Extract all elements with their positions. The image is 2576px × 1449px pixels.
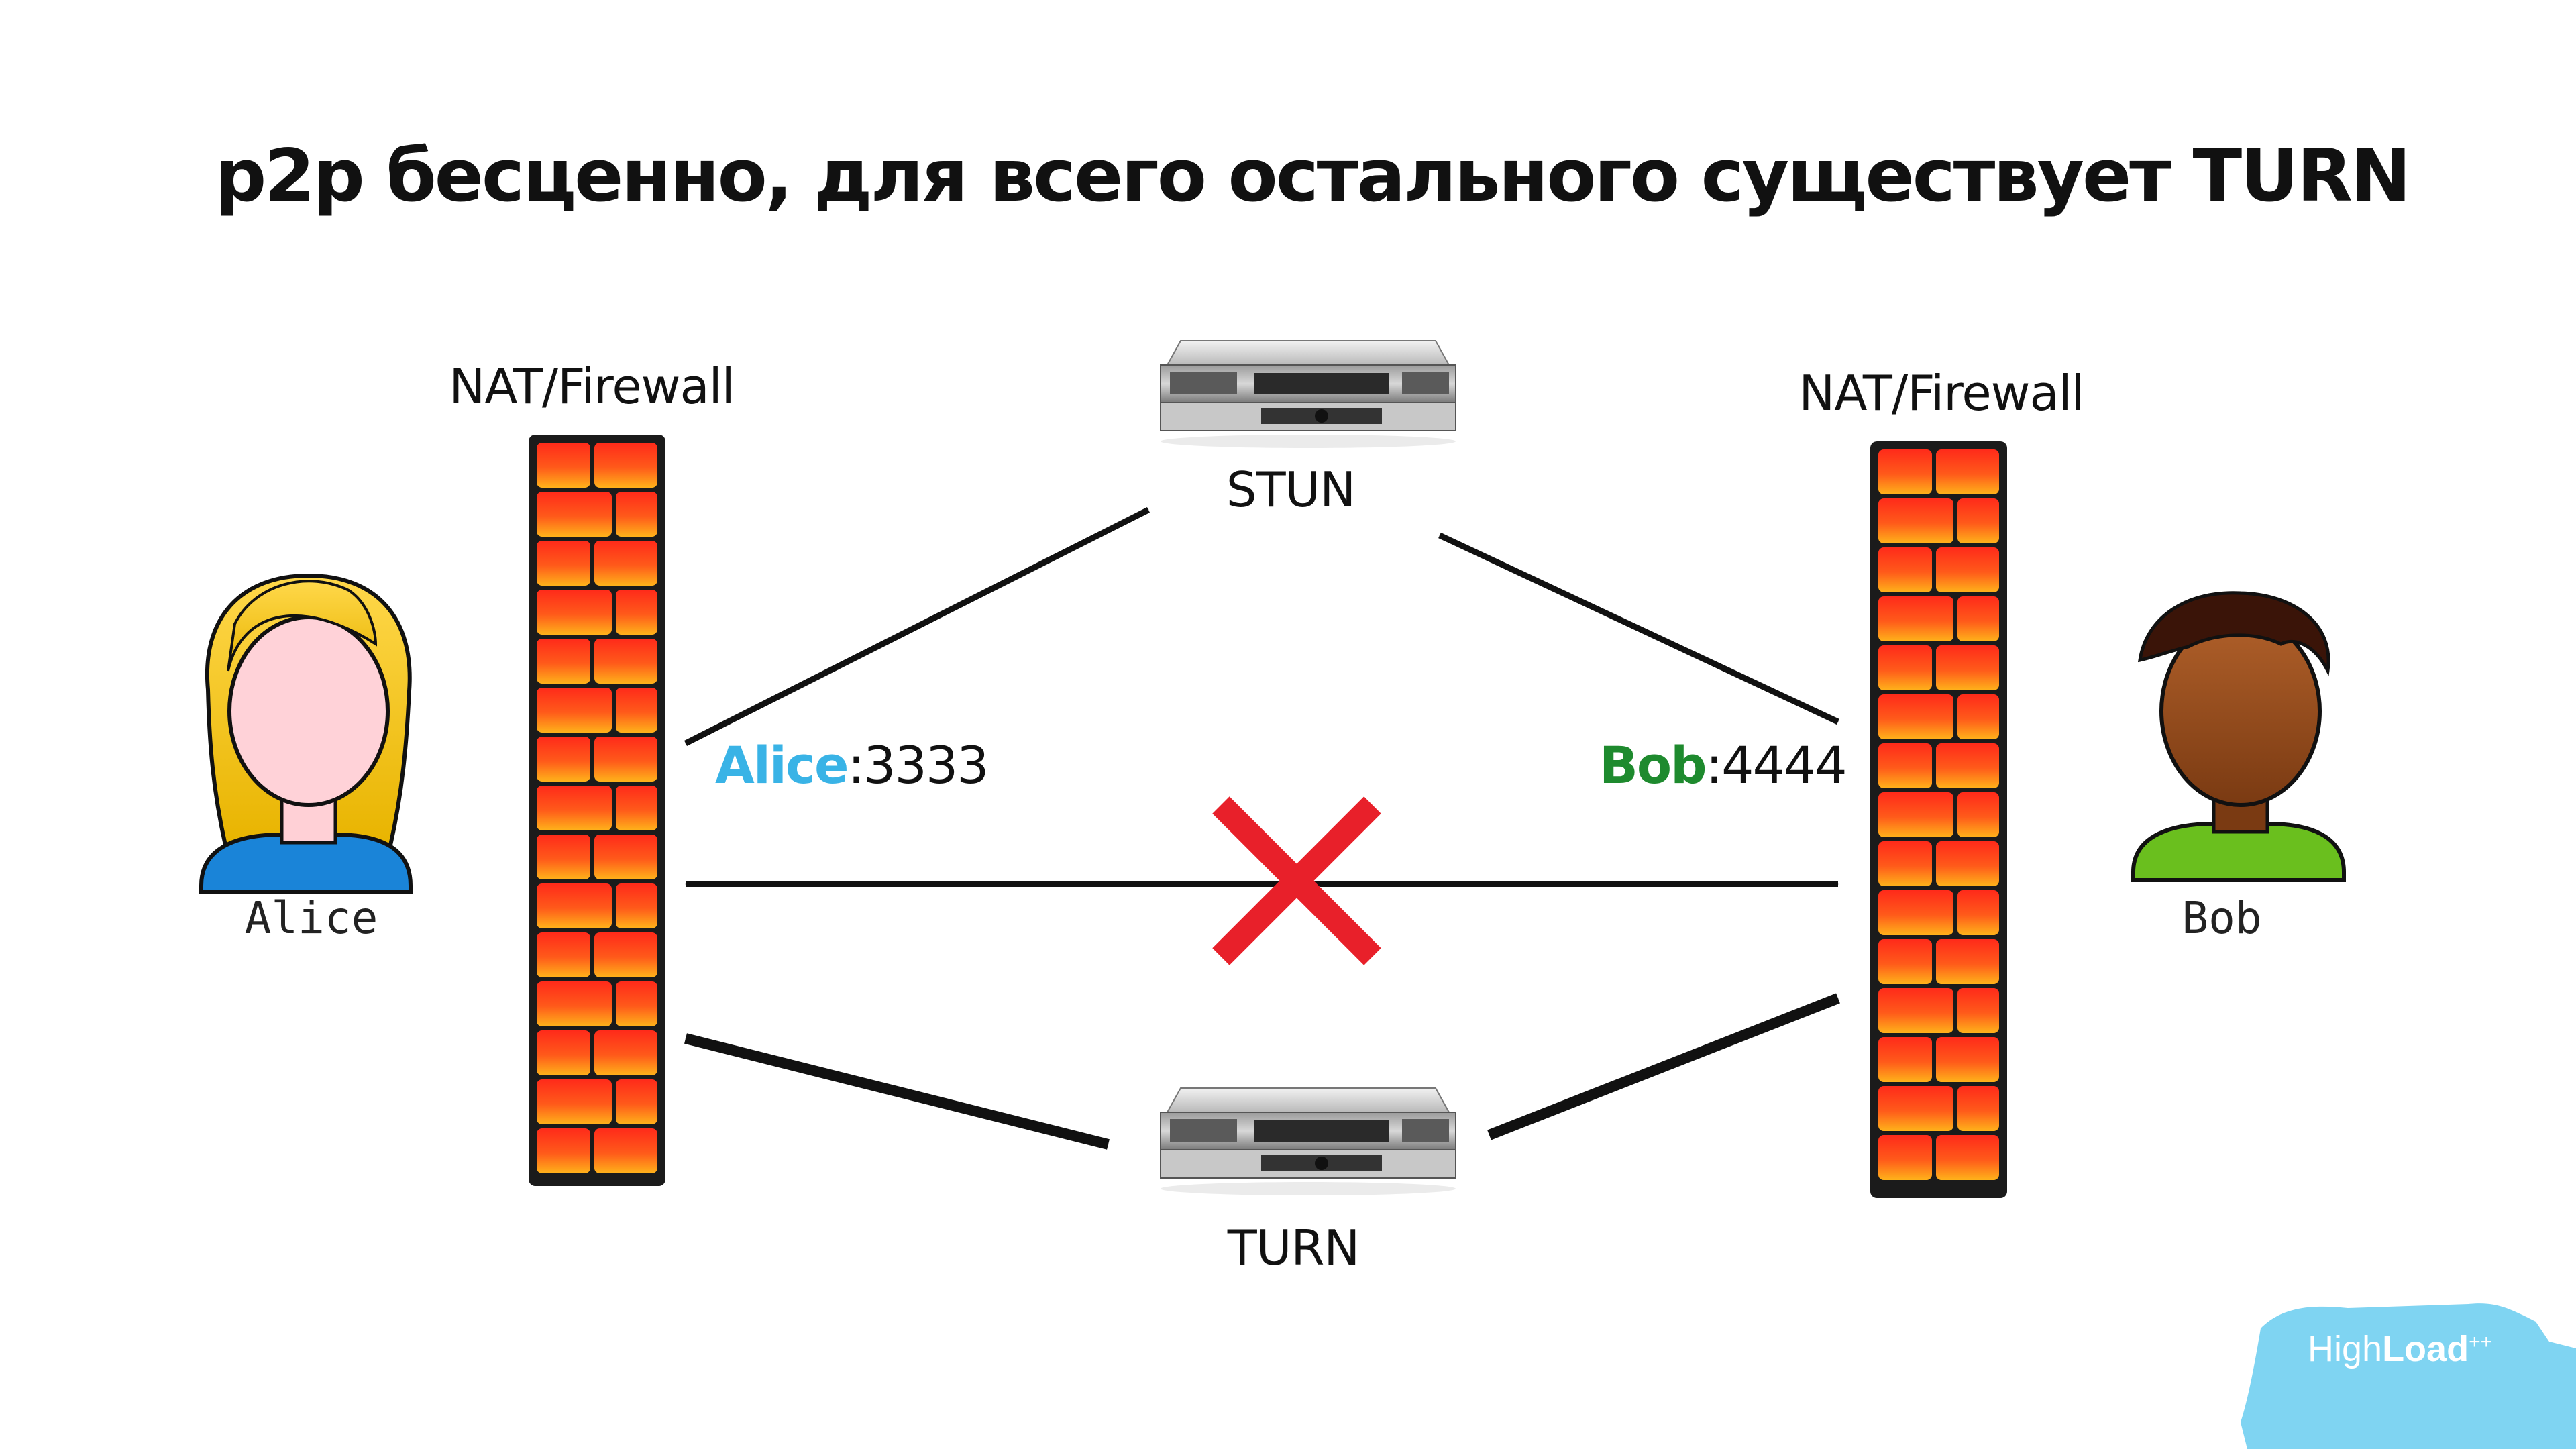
brick <box>616 688 657 733</box>
brick <box>594 1030 657 1075</box>
bob-address-name: Bob <box>1599 735 1707 795</box>
brick <box>594 932 657 977</box>
alice-avatar <box>199 573 413 894</box>
brick <box>1936 645 1999 690</box>
brick <box>1878 547 1932 592</box>
bob-label: Bob <box>2182 892 2262 944</box>
brick <box>616 492 657 537</box>
brick <box>1878 1037 1932 1082</box>
brick <box>1878 1086 1953 1131</box>
brick <box>594 737 657 782</box>
arrow-alice-turn <box>684 1033 1110 1150</box>
turn-label: TURN <box>1227 1220 1360 1276</box>
firewall-left <box>529 435 665 1186</box>
brick <box>1878 988 1953 1033</box>
brick <box>1878 449 1932 494</box>
stun-server-icon <box>1160 340 1456 448</box>
brick <box>1957 694 1999 739</box>
brick <box>1957 988 1999 1033</box>
turn-server-icon <box>1160 1087 1456 1195</box>
brick <box>1878 890 1953 935</box>
slide-title: p2p бесценно, для всего остального сущес… <box>215 134 2411 218</box>
brick <box>594 541 657 586</box>
brick <box>616 981 657 1026</box>
logo-text-sup: ++ <box>2469 1331 2493 1353</box>
brick <box>537 1079 612 1124</box>
firewall-right <box>1870 441 2007 1198</box>
brick <box>1878 939 1932 984</box>
brick <box>1878 596 1953 641</box>
alice-label: Alice <box>244 892 378 944</box>
brick <box>537 835 590 879</box>
brick <box>1936 1135 1999 1180</box>
brick <box>537 688 612 733</box>
brick <box>1957 792 1999 837</box>
arrow-turn-bob <box>1487 993 1840 1140</box>
stun-label: STUN <box>1226 462 1356 518</box>
arrow-stun-bob <box>1438 532 1839 725</box>
brick <box>1878 743 1932 788</box>
brick <box>1878 792 1953 837</box>
brick <box>616 1079 657 1124</box>
brick <box>1957 890 1999 935</box>
brick <box>537 981 612 1026</box>
highload-logo-text: HighLoad++ <box>2308 1328 2492 1370</box>
brick <box>537 1128 590 1173</box>
alice-address-port: :3333 <box>847 735 989 795</box>
bob-avatar <box>2131 591 2346 882</box>
brick <box>537 737 590 782</box>
brick <box>537 883 612 928</box>
brick <box>1936 841 1999 886</box>
nat-firewall-right-label: NAT/Firewall <box>1799 365 2084 421</box>
brick <box>616 883 657 928</box>
brick <box>594 1128 657 1173</box>
brick <box>1878 498 1953 543</box>
brick <box>537 590 612 635</box>
bob-address-port: :4444 <box>1705 735 1847 795</box>
brick <box>1936 743 1999 788</box>
logo-text-bold: Load <box>2382 1329 2469 1369</box>
brick <box>594 835 657 879</box>
brick <box>537 1030 590 1075</box>
brick <box>537 786 612 830</box>
highload-logo-icon <box>2241 1303 2576 1449</box>
brick <box>1936 939 1999 984</box>
brick <box>1878 1135 1932 1180</box>
brick <box>1957 596 1999 641</box>
brick <box>537 932 590 977</box>
brick <box>1936 449 1999 494</box>
bob-address: Bob:4444 <box>1599 735 1847 795</box>
arrow-alice-stun <box>684 506 1150 747</box>
brick <box>594 443 657 488</box>
brick <box>537 492 612 537</box>
alice-address: Alice:3333 <box>715 735 989 795</box>
brick <box>1936 547 1999 592</box>
alice-address-name: Alice <box>715 735 849 795</box>
nat-firewall-left-label: NAT/Firewall <box>449 358 735 415</box>
brick <box>537 541 590 586</box>
logo-text-light: High <box>2308 1329 2383 1369</box>
brick <box>1957 498 1999 543</box>
brick <box>537 639 590 684</box>
brick <box>1878 694 1953 739</box>
brick <box>616 590 657 635</box>
brick <box>537 443 590 488</box>
brick <box>1878 645 1932 690</box>
blocked-cross-icon <box>1212 796 1381 965</box>
brick <box>594 639 657 684</box>
brick <box>1936 1037 1999 1082</box>
brick <box>1878 841 1932 886</box>
brick <box>1957 1086 1999 1131</box>
brick <box>616 786 657 830</box>
